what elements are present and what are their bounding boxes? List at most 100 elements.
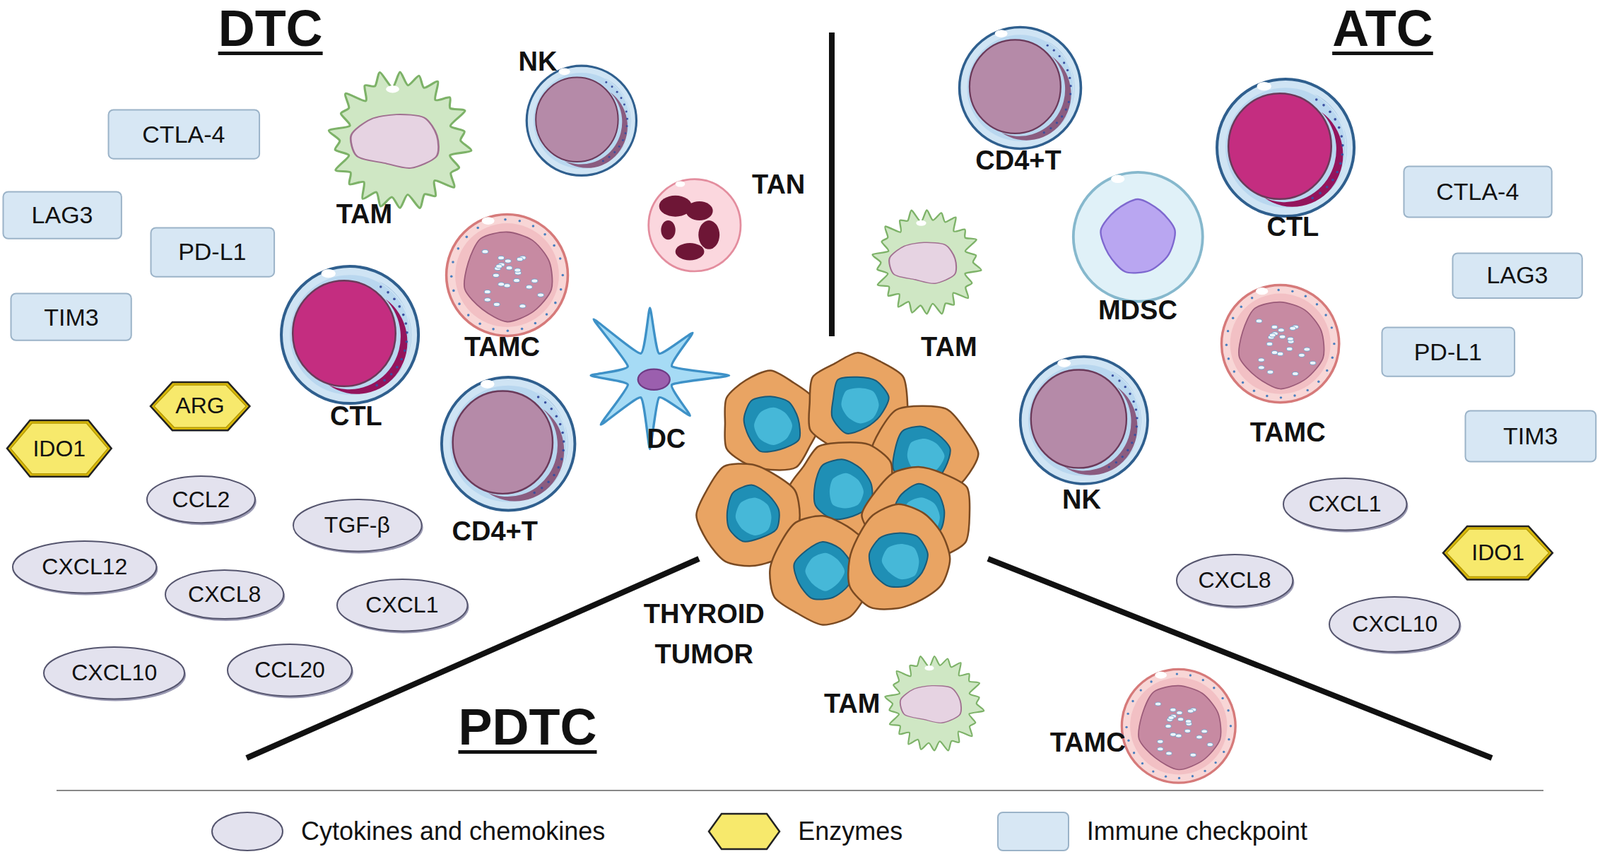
cytokine-ellipse: CCL20 — [225, 642, 355, 699]
ctl-cell-drawing — [1216, 79, 1355, 217]
legend-text: Immune checkpoint — [1086, 816, 1308, 847]
cell-illustration — [646, 177, 743, 274]
node-label: PD-L1 — [178, 238, 246, 266]
cell-label: DC — [646, 423, 686, 454]
node-label: ARG — [175, 392, 225, 420]
cell-illustration — [524, 63, 639, 179]
immune-cell: NK — [1017, 354, 1151, 487]
cytokine-ellipse: CCL2 — [144, 474, 258, 526]
cell-illustration — [956, 24, 1084, 152]
cytokine-ellipse: CXCL8 — [1174, 552, 1295, 609]
tam-cell-drawing — [328, 72, 472, 208]
immune-cell: CD4+T — [438, 374, 578, 514]
node-label: CXCL8 — [187, 581, 261, 608]
divider-line — [987, 559, 1492, 759]
cell-label: TAN — [751, 169, 805, 200]
immune-checkpoint-box: TIM3 — [9, 292, 133, 342]
node-label: CTLA-4 — [1436, 178, 1519, 206]
node-label: CTLA-4 — [142, 120, 225, 149]
enzyme-hexagon: ARG — [149, 380, 251, 432]
tam-cell-drawing — [872, 209, 981, 314]
legend-text: Enzymes — [797, 816, 903, 847]
region-title: DTC — [218, 0, 323, 58]
cd4-cell-drawing — [441, 377, 576, 511]
cell-label: TAM — [824, 689, 881, 720]
immune-checkpoint-box: PD-L1 — [149, 226, 276, 278]
immune-checkpoint-box: CTLA-4 — [1402, 165, 1553, 219]
ctl-cell-drawing — [281, 266, 419, 404]
cell-label: NK — [518, 45, 557, 77]
immune-cell: TAMC — [1219, 282, 1342, 405]
immune-cell: CD4+T — [956, 24, 1084, 152]
cell-label: TAM — [336, 199, 393, 230]
node-label: TIM3 — [1503, 422, 1558, 451]
cell-illustration — [883, 653, 986, 755]
cytokine-ellipse: TGF-β — [291, 497, 425, 554]
divider-line — [246, 559, 699, 759]
immune-cell: TAM — [883, 653, 986, 755]
legend-swatch — [209, 809, 286, 854]
cytokine-ellipse: CXCL10 — [41, 645, 187, 702]
enzyme-hexagon: IDO1 — [5, 419, 114, 479]
nk-cell-drawing — [526, 65, 637, 176]
cell-label: TAM — [920, 331, 978, 362]
tamc-cell-drawing — [446, 214, 569, 337]
immune-cell: DC — [570, 296, 730, 456]
cell-illustration — [696, 344, 982, 631]
divider-line — [828, 32, 835, 337]
cytokine-ellipse: CXCL10 — [1327, 595, 1463, 655]
immune-checkpoint-box: TIM3 — [1464, 409, 1598, 463]
cytokine-ellipse: CXCL1 — [1281, 476, 1409, 533]
region-title: PDTC — [457, 698, 597, 757]
cytokine-ellipse: CXCL12 — [10, 539, 159, 596]
node-label: CXCL1 — [365, 592, 439, 619]
cell-illustration — [1214, 76, 1357, 220]
nk-cell-drawing — [1019, 356, 1147, 485]
immune-cell: TAMC — [1119, 667, 1238, 786]
node-label: CXCL8 — [1198, 567, 1272, 594]
cell-illustration — [870, 206, 984, 319]
cell-label: CTL — [1266, 211, 1319, 242]
legend-item: Cytokines and chemokines — [209, 807, 605, 857]
immune-cell: TAN — [646, 177, 743, 274]
region-title: ATC — [1332, 0, 1434, 58]
legend-item: Enzymes — [706, 807, 903, 857]
tamc-cell-drawing — [1221, 284, 1340, 403]
node-label: CXCL12 — [41, 554, 128, 581]
legend-swatch — [706, 809, 783, 854]
cell-illustration — [1119, 667, 1238, 786]
tan-cell-drawing — [648, 179, 741, 272]
node-label: LAG3 — [1486, 261, 1549, 290]
cell-illustration — [326, 67, 474, 215]
legend-separator — [56, 790, 1544, 792]
cell-illustration — [278, 263, 422, 407]
cell-illustration — [1219, 282, 1342, 405]
cell-label: THYROID TUMOR — [643, 594, 765, 675]
node-label: CXCL10 — [71, 660, 157, 687]
cell-label: TAMC — [1250, 417, 1326, 449]
node-label: PD-L1 — [1414, 338, 1482, 367]
cell-label: NK — [1062, 484, 1102, 516]
immune-cell: TAM — [326, 67, 474, 215]
node-label: CCL2 — [172, 486, 231, 514]
node-label: CCL20 — [254, 657, 326, 684]
cell-illustration — [1017, 354, 1151, 487]
legend-swatch — [995, 809, 1072, 854]
cell-illustration — [443, 212, 571, 339]
immune-cell: TAMC — [443, 212, 571, 339]
legend-text: Cytokines and chemokines — [301, 816, 605, 847]
cell-label: CD4+T — [975, 144, 1061, 176]
immune-cell: MDSC — [1070, 169, 1206, 305]
immune-checkpoint-box: CTLA-4 — [107, 108, 261, 160]
immune-checkpoint-box: PD-L1 — [1380, 326, 1516, 378]
cytokine-ellipse: CXCL1 — [334, 577, 470, 634]
cell-illustration — [1070, 169, 1206, 305]
immune-cell: CTL — [278, 263, 422, 407]
node-label: CXCL10 — [1351, 611, 1438, 638]
cell-label: TAMC — [464, 331, 540, 362]
node-label: LAG3 — [31, 201, 94, 229]
cell-label: MDSC — [1098, 294, 1178, 326]
cell-label: CTL — [330, 401, 383, 432]
immune-cell: TAM — [870, 206, 984, 319]
